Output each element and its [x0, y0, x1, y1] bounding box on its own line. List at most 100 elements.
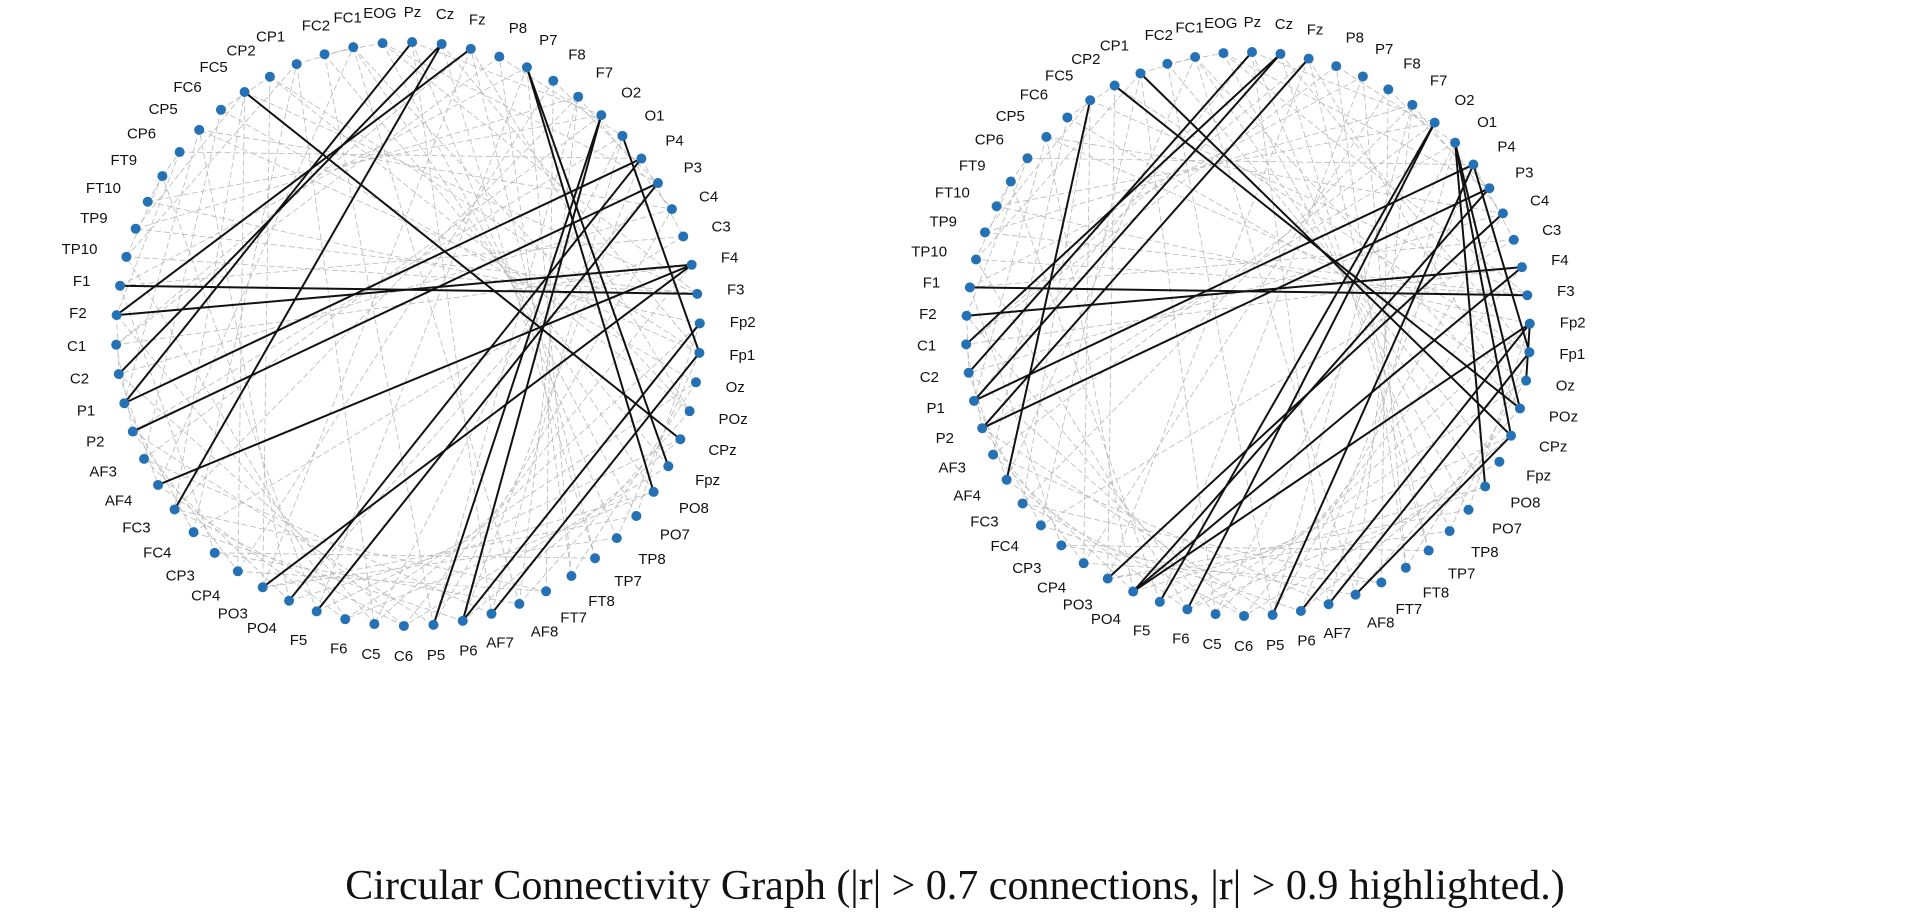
electrode-node-o2 — [1429, 117, 1440, 128]
weak-connection-edge — [1040, 239, 1515, 526]
weak-connection-edge — [1251, 51, 1330, 605]
electrode-label-p2: P2 — [936, 430, 954, 447]
electrode-node-cp2 — [264, 71, 275, 82]
weak-connection-edge — [382, 42, 698, 295]
electrode-node-po3 — [257, 582, 268, 593]
weak-connection-edge — [984, 104, 1413, 233]
electrode-label-cp3: CP3 — [166, 567, 195, 584]
electrode-node-f7 — [1407, 99, 1418, 110]
electrode-node-eog — [377, 38, 388, 49]
electrode-node-c5 — [369, 619, 380, 630]
electrode-label-f4: F4 — [721, 250, 739, 267]
weak-connection-edge — [193, 63, 298, 533]
strong-connection-edge — [1158, 122, 1436, 603]
weak-connection-edge — [199, 129, 673, 210]
electrode-label-fp2: Fp2 — [730, 314, 756, 331]
weak-connection-edge — [143, 458, 290, 601]
electrode-label-fz: Fz — [469, 12, 486, 29]
electrode-node-f7 — [573, 91, 584, 102]
electrode-label-tp9: TP9 — [80, 210, 108, 227]
weak-connection-edge — [462, 158, 642, 621]
electrode-node-ft8 — [566, 570, 577, 581]
weak-connection-edge — [1388, 89, 1490, 189]
electrode-node-p3 — [652, 178, 663, 189]
weak-connection-edge — [1006, 479, 1188, 610]
electrode-label-tp7: TP7 — [1448, 566, 1476, 583]
electrode-label-po8: PO8 — [679, 500, 709, 517]
weak-connection-edge — [965, 65, 1337, 345]
electrode-label-po3: PO3 — [218, 605, 248, 622]
electrode-node-fc2 — [319, 49, 330, 60]
weak-connection-edge — [441, 43, 596, 559]
electrode-label-p8: P8 — [1346, 30, 1364, 47]
electrode-label-ft9: FT9 — [959, 157, 986, 174]
electrode-node-f5 — [311, 606, 322, 617]
electrode-label-o1: O1 — [1477, 114, 1497, 131]
electrode-node-cp6 — [174, 147, 185, 158]
electrode-node-ft10 — [142, 196, 153, 207]
electrode-node-ft7 — [541, 586, 552, 597]
weak-connection-edge — [237, 570, 547, 592]
electrode-node-fc2 — [1162, 58, 1173, 69]
weak-connection-edge — [969, 76, 1364, 288]
weak-connection-edge — [1449, 352, 1530, 532]
electrode-node-p8 — [1331, 61, 1342, 72]
electrode-node-p6 — [457, 615, 468, 626]
weak-connection-edge — [1335, 66, 1407, 568]
electrode-label-ft10: FT10 — [935, 185, 970, 202]
strong-connection-edge — [1132, 266, 1523, 593]
electrode-node-af7 — [486, 608, 497, 619]
electrode-node-fc3 — [169, 504, 180, 515]
weak-connection-edge — [1107, 530, 1450, 580]
electrode-label-ft8: FT8 — [1423, 585, 1450, 602]
electrode-label-tp10: TP10 — [62, 241, 98, 258]
electrode-label-f6: F6 — [330, 640, 348, 657]
weak-connection-edge — [973, 51, 1253, 402]
electrode-label-fc4: FC4 — [143, 545, 171, 562]
weak-connection-edge — [1300, 435, 1512, 612]
electrode-node-oz — [1521, 375, 1532, 386]
weak-connection-edge — [374, 135, 623, 625]
weak-connection-edge — [992, 122, 1435, 455]
electrode-node-c1 — [961, 339, 972, 350]
electrode-label-po8: PO8 — [1510, 495, 1540, 512]
electrode-node-fp1 — [694, 347, 705, 358]
weak-connection-edge — [147, 114, 602, 203]
weak-connection-edge — [1412, 104, 1504, 214]
weak-connection-edge — [193, 236, 684, 533]
weak-connection-edge — [1040, 73, 1141, 526]
weak-connection-edge — [1022, 100, 1091, 504]
electrode-label-fpz: Fpz — [695, 472, 720, 489]
weak-connection-edge — [1223, 52, 1490, 189]
electrode-label-f7: F7 — [1430, 72, 1448, 89]
weak-connection-edge — [973, 136, 1047, 401]
weak-connection-edge — [132, 135, 623, 432]
electrode-node-c3 — [678, 231, 689, 242]
strong-connection-edge — [262, 263, 693, 589]
electrode-label-c2: C2 — [70, 370, 89, 387]
weak-connection-edge — [1027, 157, 1474, 165]
weak-connection-edge — [1243, 461, 1500, 617]
weak-connection-edge — [262, 537, 617, 588]
weak-connection-edge — [237, 80, 554, 572]
weak-connection-edge — [441, 43, 700, 354]
electrode-node-p5 — [1267, 609, 1278, 620]
electrode-node-c6 — [398, 620, 409, 631]
electrode-node-cp2 — [1109, 80, 1120, 91]
strong-connection-edge — [461, 322, 701, 622]
electrode-node-tp10 — [121, 251, 132, 262]
weak-connection-edge — [115, 56, 500, 346]
weak-connection-edge — [1083, 100, 1091, 564]
electrode-node-fc5 — [1085, 95, 1096, 106]
weak-connection-edge — [411, 41, 602, 116]
strong-connection-edge — [243, 91, 681, 441]
electrode-label-c5: C5 — [361, 646, 380, 663]
weak-connection-edge — [519, 410, 690, 605]
weak-connection-edge — [981, 427, 1273, 616]
weak-connection-edge — [324, 54, 434, 625]
weak-connection-edge — [965, 58, 1309, 345]
weak-connection-edge — [237, 92, 245, 572]
electrode-node-cpz — [675, 434, 686, 445]
weak-connection-edge — [143, 458, 492, 615]
